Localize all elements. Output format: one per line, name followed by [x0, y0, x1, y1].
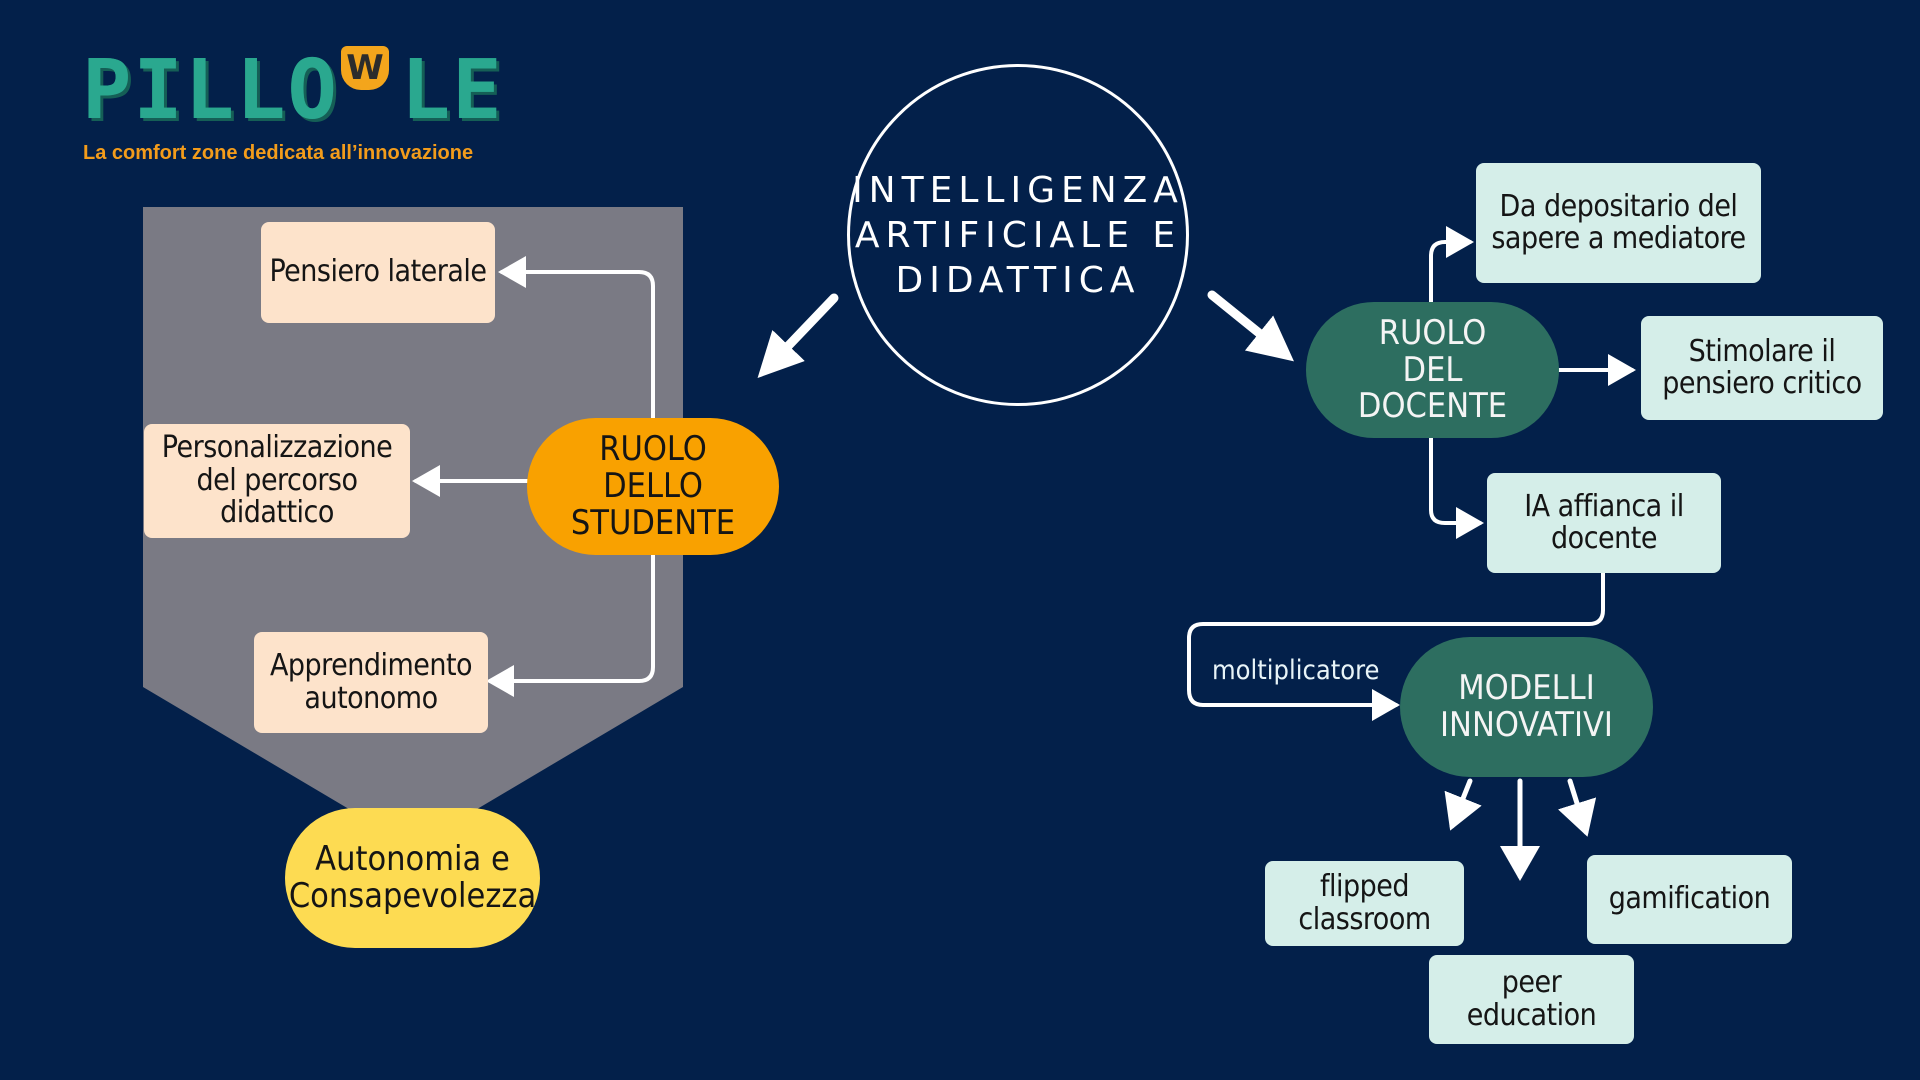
logo-text-left: PILLO [82, 43, 339, 138]
node-flipped-classroom: flipped classroom [1265, 861, 1464, 946]
node-pensiero-critico: Stimolare il pensiero critico [1641, 316, 1883, 420]
edge-label-moltiplicatore: moltiplicatore [1212, 655, 1380, 686]
logo-w-badge: W [341, 46, 389, 90]
logo-text-right: LE [400, 43, 504, 138]
central-topic: INTELLIGENZA ARTIFICIALE E DIDATTICA [847, 64, 1189, 406]
node-peer-education: peer education [1429, 955, 1634, 1044]
node-apprendimento-autonomo: Apprendimento autonomo [254, 632, 488, 733]
arrow-to-gamification [1557, 778, 1597, 837]
arrow-to-teacher [1207, 290, 1294, 362]
arrow-to-student [757, 293, 839, 379]
logo-tagline: La comfort zone dedicata all’innovazione [83, 142, 474, 164]
arrow-to-ia-affianca [1429, 436, 1484, 539]
central-topic-line3: DIDATTICA [895, 259, 1141, 301]
hub-ruolo-studente: RUOLO DELLO STUDENTE [527, 418, 779, 555]
arrow-to-flipped [1444, 778, 1482, 831]
node-personalizzazione: Personalizzazione del percorso didattico [144, 424, 410, 538]
node-autonomia-consapevolezza: Autonomia e Consapevolezza [285, 808, 540, 948]
hub-ruolo-docente: RUOLO DEL DOCENTE [1306, 302, 1559, 438]
hub-modelli-innovativi: MODELLI INNOVATIVI [1400, 637, 1653, 777]
central-topic-line2: ARTIFICIALE E [854, 214, 1182, 256]
node-pensiero-laterale: Pensiero laterale [261, 222, 495, 323]
arrow-to-depositario [1429, 226, 1474, 304]
node-ia-affianca: IA affianca il docente [1487, 473, 1721, 573]
node-gamification: gamification [1587, 855, 1792, 944]
node-depositario-mediatore: Da depositario del sapere a mediatore [1476, 163, 1761, 283]
central-topic-line1: INTELLIGENZA [852, 169, 1184, 211]
